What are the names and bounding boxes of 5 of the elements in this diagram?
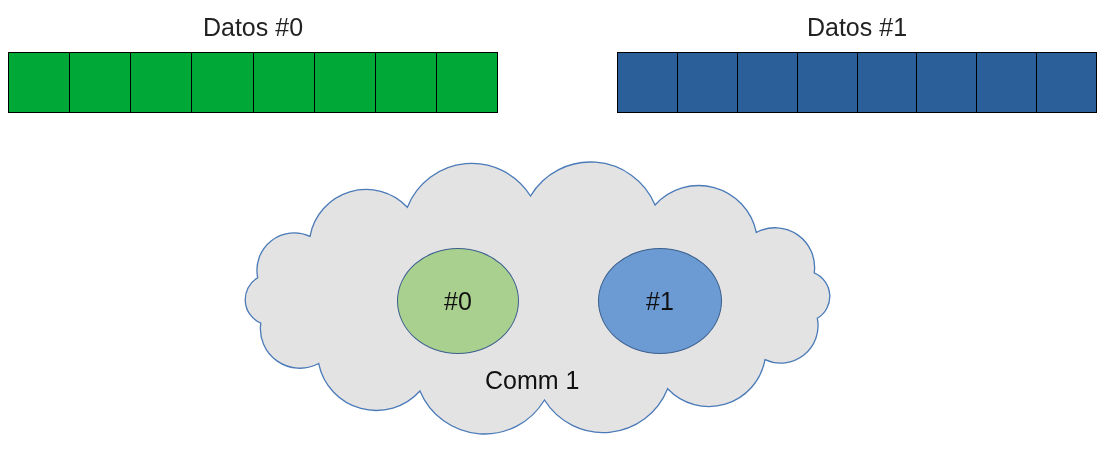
array-label: Datos #1 <box>806 12 908 43</box>
array-label: Datos #0 <box>202 12 304 43</box>
circle-label: #0 <box>444 286 472 316</box>
cloud-label: Comm 1 <box>485 365 580 395</box>
circle-label: #1 <box>646 286 674 316</box>
